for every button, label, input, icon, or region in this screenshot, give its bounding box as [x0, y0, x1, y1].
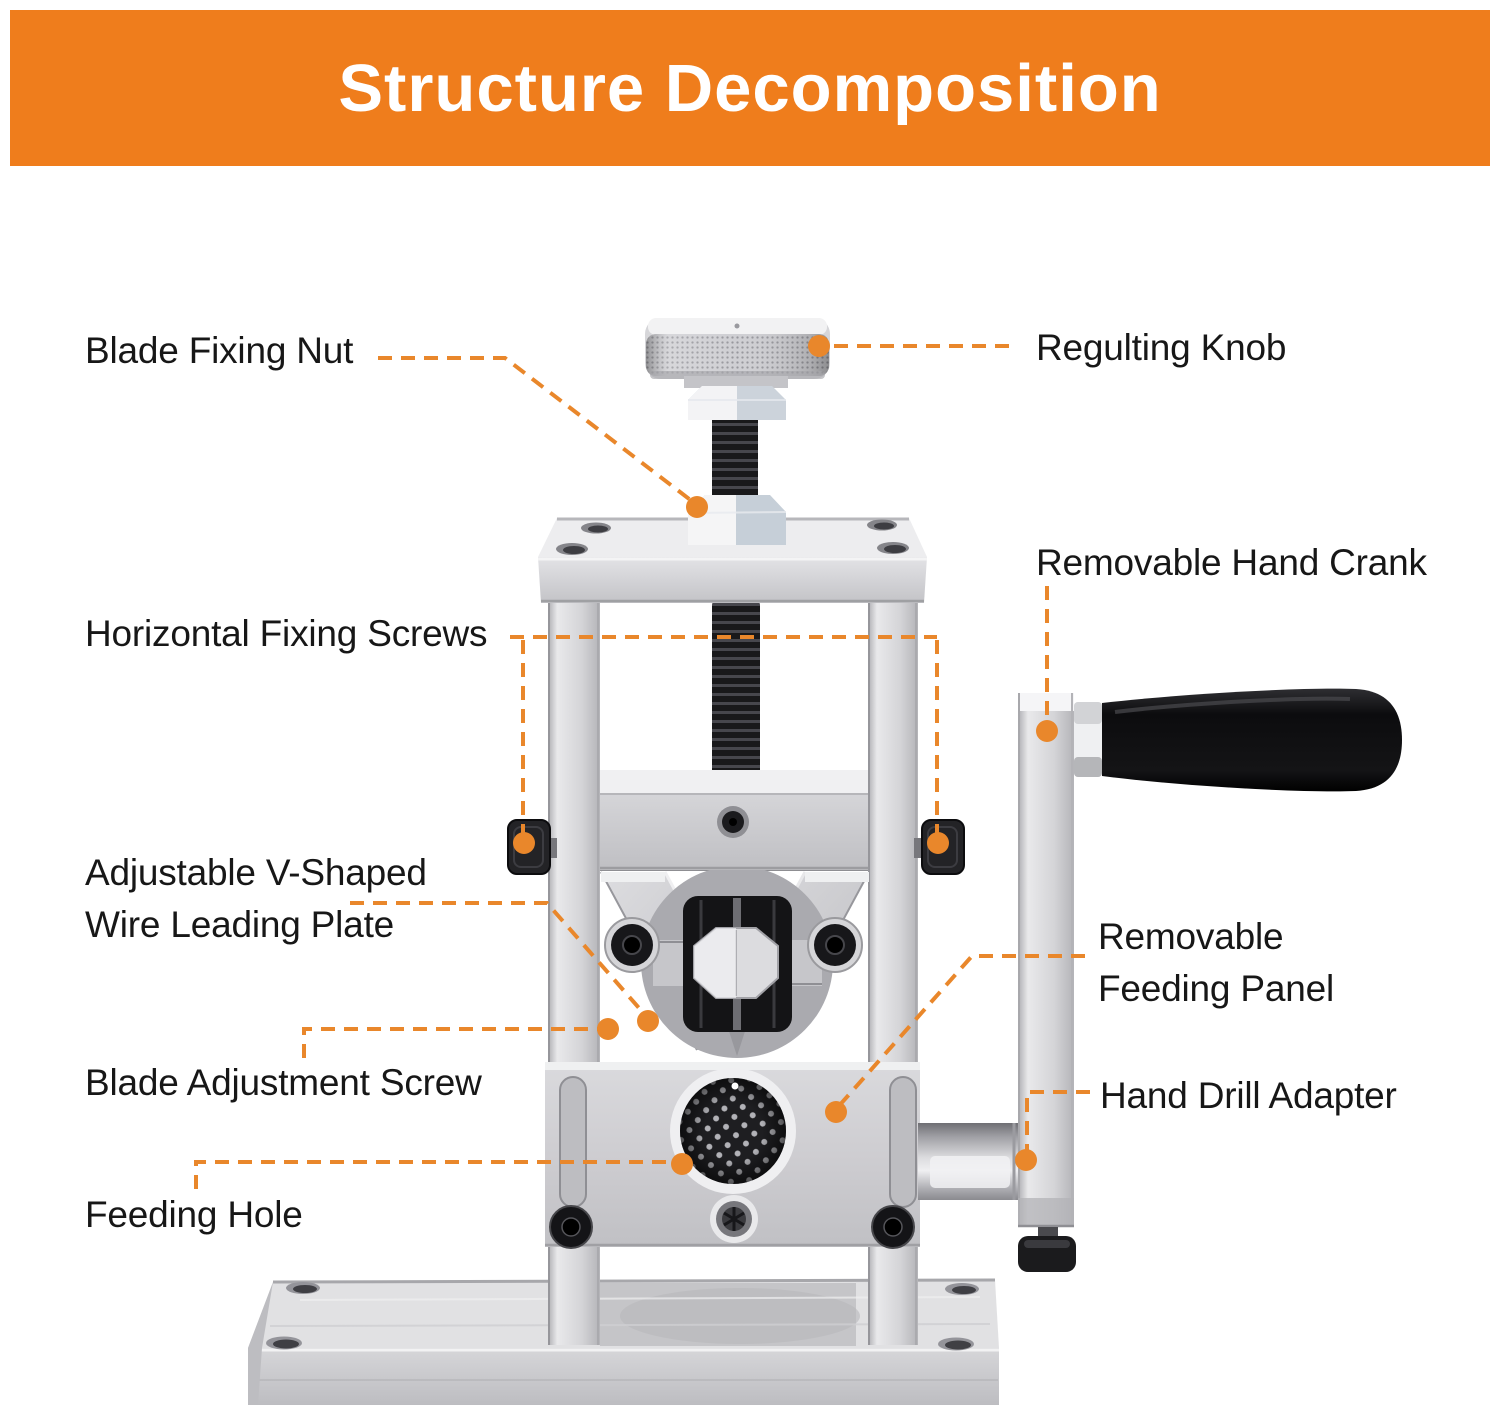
top-plate: [538, 517, 927, 603]
label-wire-leading-plate-line2: Wire Leading Plate: [85, 904, 395, 945]
guide-slot-left: [559, 1076, 587, 1208]
title-banner: Structure Decomposition: [10, 10, 1490, 166]
dot-horizontal-fixing-screw-left: [513, 832, 535, 854]
regulating-knob-assembly: [645, 318, 830, 545]
leader-blade-adjustment-screw: [302, 1027, 599, 1058]
dot-blade-fixing-nut: [686, 496, 708, 518]
dot-blade-adjustment-screw: [597, 1018, 619, 1040]
knob-lock-nut: [688, 386, 786, 420]
leader-wire-leading-plate: [350, 901, 648, 1018]
crank-hex-nut: [1074, 702, 1102, 777]
label-regulting-knob: Regulting Knob: [1036, 327, 1287, 368]
label-removable-feeding-panel-line2: Feeding Panel: [1098, 968, 1335, 1009]
dot-feeding-hole: [671, 1153, 693, 1175]
crank-handle: [1102, 688, 1402, 792]
leader-dots: [513, 335, 1058, 1175]
crank-foot: [1018, 1227, 1076, 1272]
page-title: Structure Decomposition: [338, 50, 1162, 126]
lead-screw-lower: [712, 601, 760, 777]
lead-screw-upper: [712, 405, 758, 500]
blade-and-roller: [604, 866, 863, 1058]
label-horizontal-fixing-screws: Horizontal Fixing Screws: [85, 613, 488, 654]
panel-screw-left: [549, 1205, 593, 1249]
blade-cap-screw-right: [807, 917, 863, 973]
dot-hand-drill-adapter: [1015, 1149, 1037, 1171]
base-mounting-holes: [266, 1282, 979, 1351]
dot-regulting-knob: [808, 335, 830, 357]
label-hand-drill-adapter: Hand Drill Adapter: [1100, 1075, 1397, 1116]
leader-horizontal-fixing-screws: [510, 635, 939, 835]
label-wire-leading-plate-line1: Adjustable V-Shaped: [85, 852, 427, 893]
removable-hand-crank-part: [1018, 688, 1402, 1272]
label-blade-adjustment-screw: Blade Adjustment Screw: [85, 1062, 482, 1103]
crank-arm: [1018, 693, 1074, 1227]
label-removable-feeding-panel-line1: Removable: [1098, 916, 1284, 957]
dot-removable-feeding-panel: [825, 1101, 847, 1123]
label-removable-hand-crank: Removable Hand Crank: [1036, 542, 1427, 583]
feeding-panel-block: [545, 1062, 920, 1249]
guide-slot-right: [889, 1076, 917, 1208]
label-feeding-hole: Feeding Hole: [85, 1194, 303, 1235]
knob-collar: [684, 376, 788, 388]
leader-feeding-hole: [194, 1160, 670, 1189]
hand-drill-adapter-shaft: [918, 1123, 1023, 1200]
dot-horizontal-fixing-screw-right: [927, 832, 949, 854]
panel-screw-right: [871, 1205, 915, 1249]
label-blade-fixing-nut: Blade Fixing Nut: [85, 330, 354, 371]
feeding-hole-part: [670, 1068, 796, 1194]
regulating-knob: [645, 318, 830, 379]
lower-screw-hole: [710, 1195, 758, 1243]
base-plate: [248, 1278, 999, 1405]
leader-lines: [194, 344, 1090, 1189]
dot-removable-hand-crank: [1036, 720, 1058, 742]
leader-blade-fixing-nut: [378, 356, 699, 507]
top-plate-screw-holes: [556, 519, 909, 555]
leader-hand-drill-adapter: [1025, 1090, 1090, 1150]
slide-bar: [600, 770, 868, 870]
dot-wire-leading-plate: [637, 1010, 659, 1032]
label-wire-leading-plate: Adjustable V-Shaped Wire Leading Plate: [85, 847, 427, 951]
blade-cap-screw-left: [604, 917, 660, 973]
label-removable-feeding-panel: Removable Feeding Panel: [1098, 911, 1334, 1015]
